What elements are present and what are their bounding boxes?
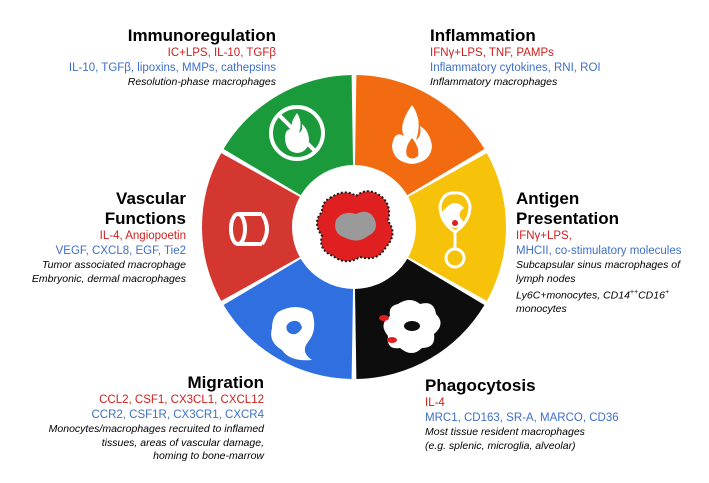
migration-cells-line2: tissues, areas of vascular damage, [101,436,264,449]
migration-markers: CCR2, CSF1R, CX3CR1, CXCR4 [91,409,264,421]
antigen-cells-line2: lymph nodes [516,272,576,285]
antigen-title-line1: Antigen [516,189,580,208]
immunoregulation-title: Immunoregulation [127,26,276,45]
migrating-cell-icon [271,307,315,361]
immunoregulation-stimuli: IC+LPS, IL-10, TGFβ [167,47,276,59]
vascular-cells-line1: Tumor associated macrophage [42,259,186,271]
immunoregulation-cells: Resolution-phase macrophages [127,76,276,88]
migration-block: Migration CCL2, CSF1, CX3CL1, CXCL12 CCR… [8,373,264,464]
migration-stimuli: CCL2, CSF1, CX3CL1, CXCL12 [99,394,264,406]
phagocytosis-cells-line2: (e.g. splenic, microglia, alveolar) [425,439,576,452]
inflammation-stimuli: IFNγ+LPS, TNF, PAMPs [430,47,554,59]
antigen-cells-line3-a: Ly6C+monocytes, CD14 [516,289,630,302]
antigen-cells-line3-b: CD16 [638,289,665,302]
antigen-cells-line1: Subcapsular sinus macrophages of [516,259,681,271]
antigen-title-line2: Presentation [516,209,619,228]
phagocytosis-markers: MRC1, CD163, SR-A, MARCO, CD36 [425,412,619,424]
migration-cells-line3: homing to bone-marrow [153,450,264,462]
vascular-block: Vascular Functions IL-4, Angiopoetin VEG… [8,189,186,286]
antigen-cells-line3: Ly6C+monocytes, CD14++CD16+ [516,286,706,303]
inflammation-cells: Inflammatory macrophages [430,76,558,88]
inflammation-title: Inflammation [430,26,536,45]
vascular-markers: VEGF, CXCL8, EGF, Tie2 [55,245,186,257]
no-fire-icon [269,105,325,161]
immunoregulation-block: Immunoregulation IC+LPS, IL-10, TGFβ IL-… [20,26,276,90]
phagocytosis-title: Phagocytosis [425,376,536,395]
phagocytosis-cells-line1: Most tissue resident macrophages [425,426,585,438]
vascular-title-line1: Vascular [116,189,186,208]
vascular-stimuli: IL-4, Angiopoetin [99,230,186,242]
inflammation-block: Inflammation IFNγ+LPS, TNF, PAMPs Inflam… [430,26,690,90]
phagocytosing-cell-icon [379,300,441,353]
antigen-presentation-icon [438,191,472,269]
vascular-cells-line2: Embryonic, dermal macrophages [31,272,186,285]
vascular-title-line2: Functions [104,209,186,228]
immunoregulation-markers: IL-10, TGFβ, lipoxins, MMPs, cathepsins [68,62,276,74]
antigen-markers: MHCII, co-stimulatory molecules [516,245,682,257]
antigen-cells-line3-sup2: + [664,289,670,296]
vessel-tube-icon [229,212,269,246]
antigen-cells-line3-sup1: ++ [629,289,639,296]
antigen-stimuli: IFNγ+LPS, [516,230,572,242]
antigen-cells-line4: monocytes [516,303,567,315]
macrophage-cell-icon [316,190,394,263]
antigen-block: Antigen Presentation IFNγ+LPS, MHCII, co… [516,189,706,317]
inflammation-markers: Inflammatory cytokines, RNI, ROI [430,62,601,74]
phagocytosis-stimuli: IL-4 [425,397,445,409]
vascular-segment [201,153,302,301]
migration-cells-line1: Monocytes/macrophages recruited to infla… [48,423,264,435]
fire-icon [392,105,432,164]
phagocytosis-block: Phagocytosis IL-4 MRC1, CD163, SR-A, MAR… [425,376,695,453]
migration-title: Migration [187,373,265,392]
